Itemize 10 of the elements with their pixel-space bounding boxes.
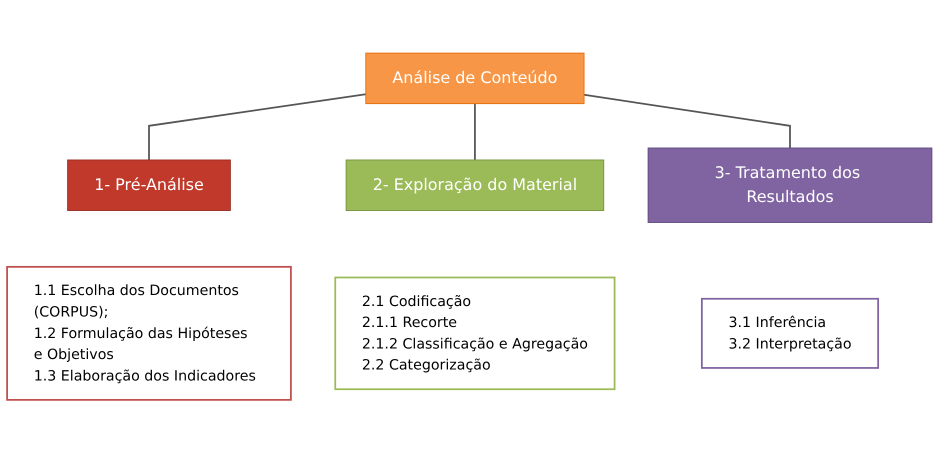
node-box: 3.1 Inferência 3.2 Interpretação: [700, 297, 880, 368]
node-box: 1.1 Escolha dos Documentos (CORPUS); 1.2 Formulação das Hipóteses e Objetivos 1.3 Elaboração dos Indicadores: [6, 265, 292, 400]
node-box: 2.1 Codificação 2.1.1 Recorte 2.1.2 Classificação e Agregação 2.2 Categorização: [334, 276, 616, 390]
node-box: 3- Tratamento dos Resultados: [648, 147, 932, 222]
node-box: 2- Exploração do Material: [346, 159, 604, 210]
node-box: Análise de Conteúdo: [365, 52, 584, 104]
connector: [148, 92, 366, 160]
connector: [584, 93, 791, 148]
node-box: 1- Pré-Análise: [67, 159, 231, 210]
connector: [474, 103, 476, 160]
